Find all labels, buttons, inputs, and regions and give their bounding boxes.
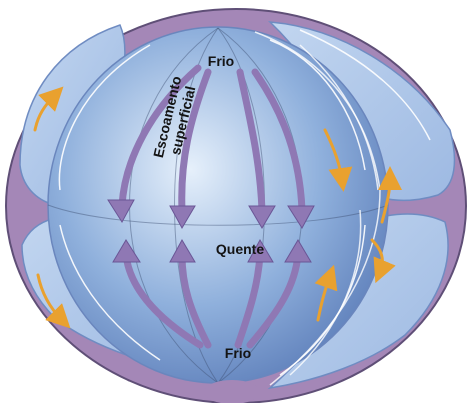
south-pole-rim-bulge <box>204 380 260 403</box>
globe-sphere <box>48 27 388 383</box>
label-frio-top: Frio <box>208 53 234 69</box>
label-frio-bottom: Frio <box>225 345 251 361</box>
label-quente: Quente <box>216 241 264 257</box>
